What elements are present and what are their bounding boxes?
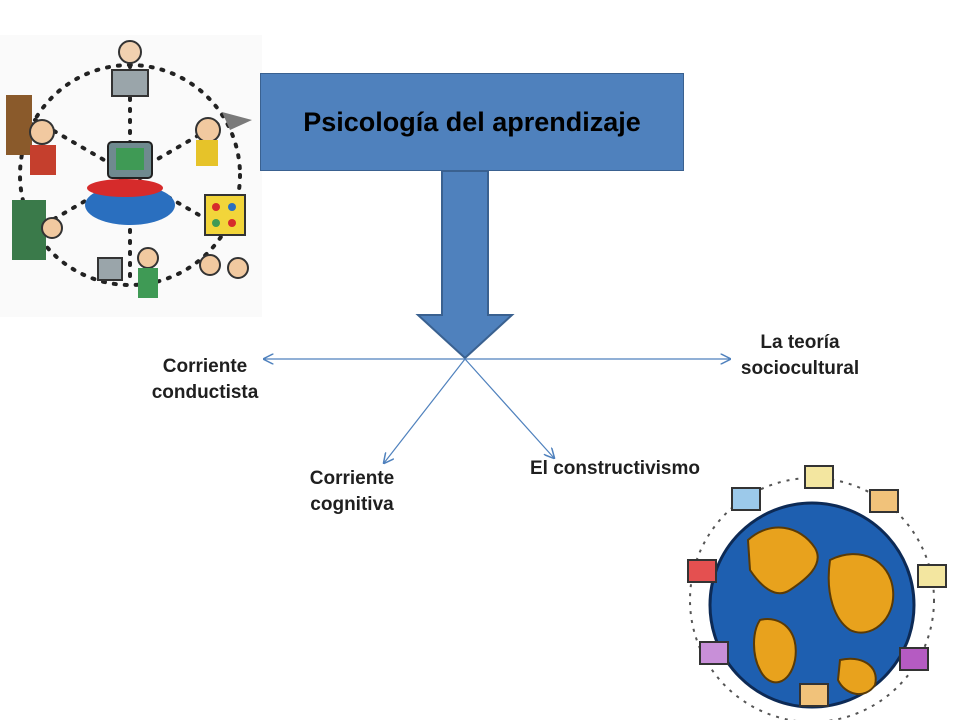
connector-constructivismo [464,358,554,458]
label-corriente-cognitiva: Corriente cognitiva [286,466,418,518]
label-line: La teoría [760,332,840,353]
label-line: Corriente [309,468,395,489]
label-line: El constructivismo [530,458,700,479]
label-line: sociocultural [740,358,860,379]
label-corriente-conductista: Corriente conductista [126,354,284,406]
label-line: cognitiva [310,494,394,515]
label-el-constructivismo: El constructivismo [500,456,730,482]
label-line: Corriente [162,356,248,377]
connector-cognitiva [384,358,466,463]
title-box: Psicología del aprendizaje [260,73,684,171]
label-line: conductista [151,382,259,403]
diagram-title: Psicología del aprendizaje [303,106,641,137]
down-arrow [415,170,515,360]
label-teoria-sociocultural: La teoría sociocultural [716,330,884,382]
